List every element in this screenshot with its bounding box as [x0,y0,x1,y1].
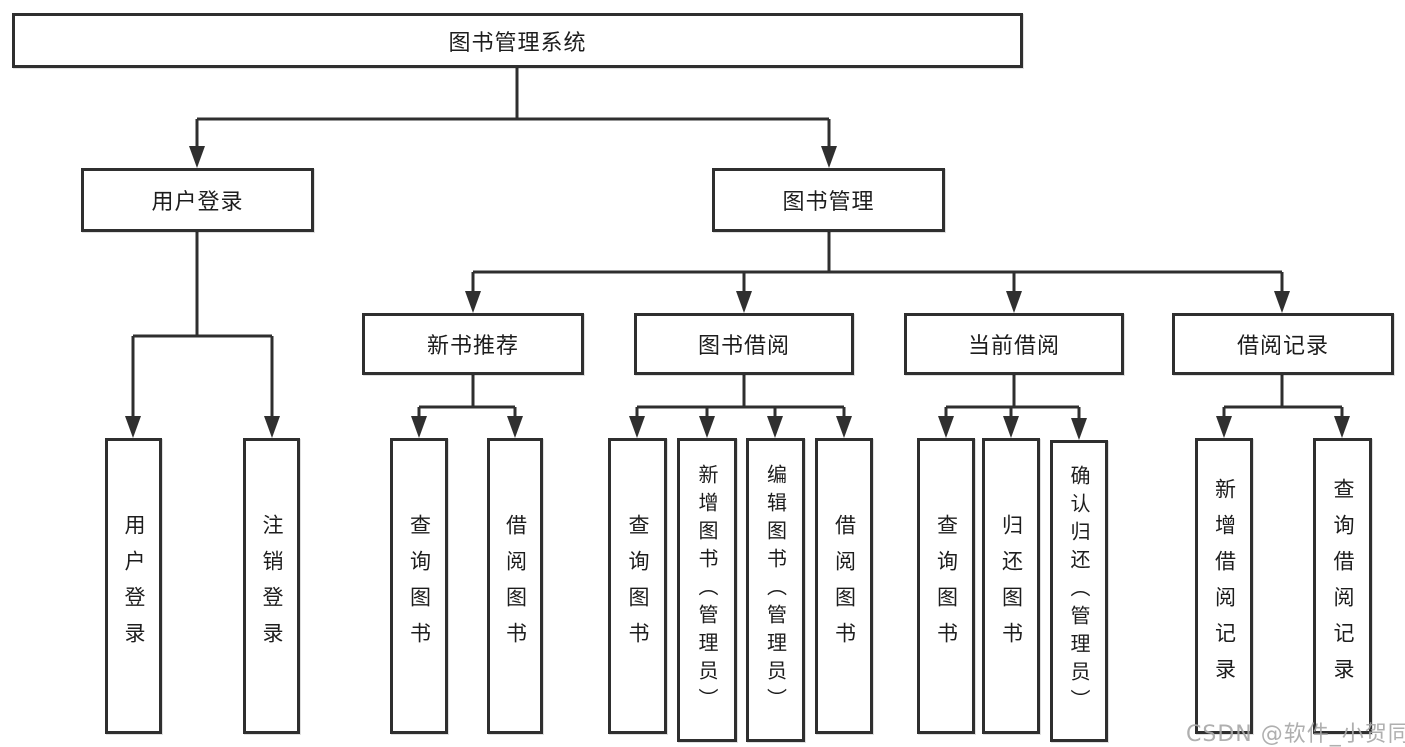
leaf-query-books-borrowing: 查询图书 [608,438,667,734]
node-label: 借阅记录 [1236,334,1329,359]
node-label: 当前借阅 [967,334,1060,359]
node-user-login: 用户登录 [81,168,314,232]
node-book-management: 图书管理 [712,168,945,232]
node-label: 图书管理系统 [448,30,587,56]
node-label: 确认归还（管理员） [1067,465,1091,717]
leaf-edit-book-admin: 编辑图书（管理员） [746,438,805,742]
node-label: 查询图书 [934,514,959,658]
node-label: 编辑图书（管理员） [763,464,788,716]
leaf-query-books-recommend: 查询图书 [390,438,448,734]
leaf-confirm-return-admin: 确认归还（管理员） [1050,440,1108,742]
node-book-borrowing: 图书借阅 [634,313,854,375]
node-current-borrowing: 当前借阅 [904,313,1124,375]
node-new-book-recommend: 新书推荐 [362,313,584,375]
leaf-borrow-books-borrowing: 借阅图书 [815,438,873,734]
node-label: 新书推荐 [426,334,519,359]
node-label: 借阅图书 [503,514,528,658]
leaf-return-books: 归还图书 [982,438,1040,734]
node-label: 图书借阅 [697,334,790,359]
leaf-add-book-admin: 新增图书（管理员） [677,438,737,742]
leaf-query-books-current: 查询图书 [917,438,975,734]
node-label: 图书管理 [782,190,875,215]
leaf-add-borrow-record: 新增借阅记录 [1195,438,1253,734]
node-label: 新增借阅记录 [1212,478,1237,694]
node-label: 归还图书 [999,514,1024,658]
node-label: 查询图书 [407,514,432,658]
node-label: 借阅图书 [832,514,857,658]
leaf-logout: 注销登录 [243,438,300,734]
node-label: 用户登录 [122,514,146,658]
leaf-query-borrow-record: 查询借阅记录 [1313,438,1372,734]
node-label: 查询借阅记录 [1331,478,1355,694]
csdn-watermark: CSDN @软件_小贺同学 [1186,722,1405,747]
node-label: 注销登录 [260,514,284,658]
leaf-borrow-books-recommend: 借阅图书 [487,438,543,734]
node-label: 用户登录 [151,190,244,215]
node-borrow-records: 借阅记录 [1172,313,1394,375]
node-label: 查询图书 [626,514,650,658]
node-label: 新增图书（管理员） [695,464,719,716]
leaf-user-login: 用户登录 [105,438,162,734]
node-library-management-system: 图书管理系统 [12,13,1023,68]
